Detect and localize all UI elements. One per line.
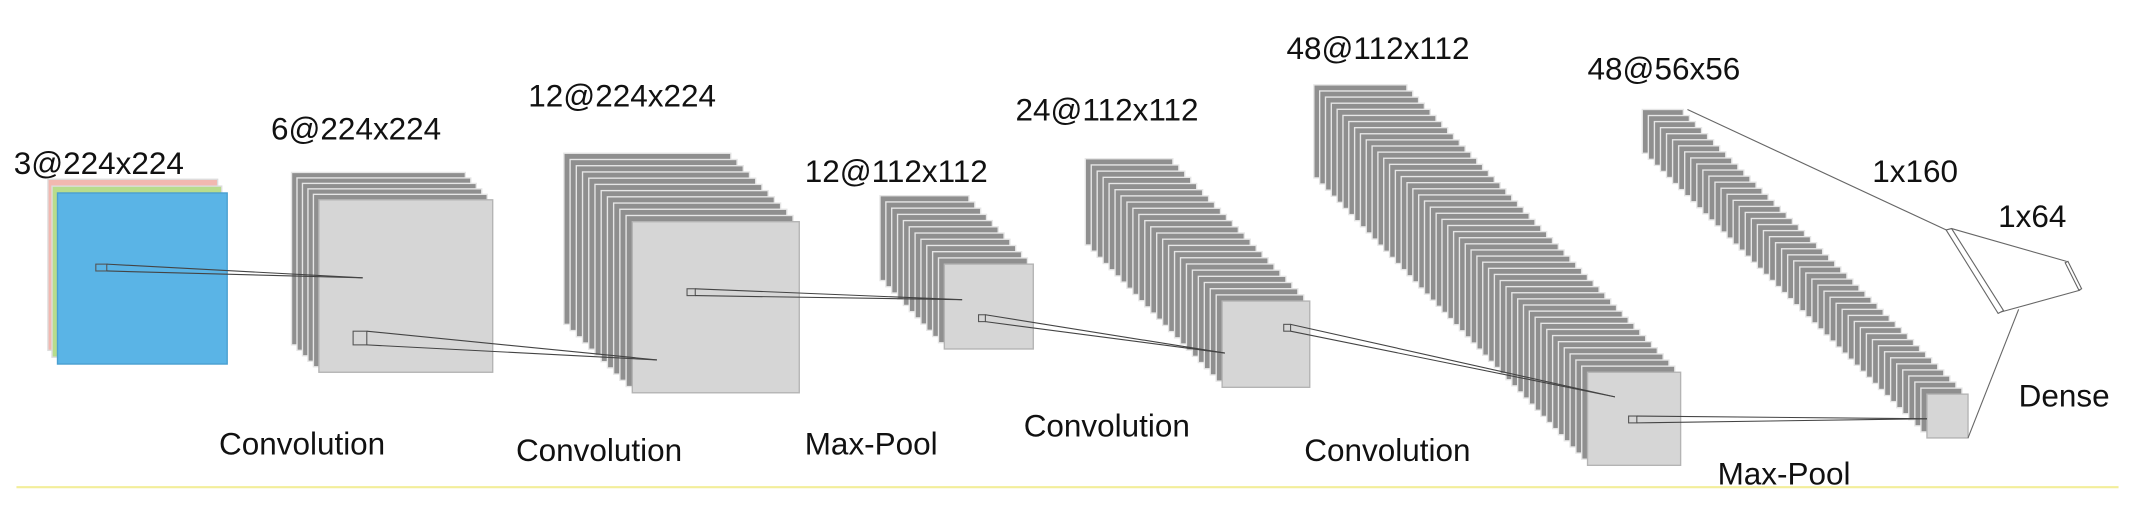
input-channel-3 (56, 192, 228, 365)
kernel-box (95, 263, 108, 272)
dense-connection-line (1951, 228, 2067, 262)
conv1-to-conv2-kernel-connector (352, 330, 657, 361)
kernel-line (985, 314, 1225, 354)
kernel-box (352, 330, 368, 346)
kernel-line (1636, 418, 1927, 424)
conv4-op-label: Convolution (1304, 433, 1470, 468)
conv4-size-label: 48@112x112 (1286, 31, 1469, 66)
kernel-line (1290, 330, 1616, 398)
conv4-feature-maps (1313, 84, 1682, 466)
kernel-line (695, 288, 963, 301)
conv3-map-24 (1221, 300, 1311, 388)
conv1-feature-maps (290, 171, 494, 373)
conv3-size-label: 24@112x112 (1015, 92, 1198, 127)
kernel-line (106, 270, 363, 279)
conv2-feature-maps (563, 152, 800, 394)
conv4-to-pool2-kernel-connector (1628, 415, 1927, 424)
pool1-size-label: 12@112x112 (805, 154, 988, 189)
input-size-label: 3@224x224 (14, 146, 184, 181)
kernel-line (106, 263, 363, 279)
dense-connection-line (2000, 289, 2081, 313)
pool1-map-12 (943, 263, 1034, 350)
pool1-to-conv3-kernel-connector (977, 314, 1225, 354)
flatten-line (1967, 309, 2020, 439)
kernel-line (1636, 415, 1927, 420)
kernel-line (366, 330, 657, 361)
conv2-to-pool1-kernel-connector (686, 288, 963, 301)
kernel-line (985, 321, 1225, 354)
pool2-size-label: 48@56x56 (1588, 51, 1741, 86)
dense-layers (1687, 108, 2083, 439)
input-to-conv1-kernel-connector (95, 263, 363, 279)
pool2-feature-maps (1641, 108, 1969, 439)
conv1-op-label: Convolution (219, 426, 385, 461)
pool2-op-label: Max-Pool (1718, 456, 1851, 491)
kernel-line (366, 344, 657, 361)
kernel-line (695, 295, 963, 301)
dense1-size-label: 1x160 (1872, 154, 1958, 189)
kernel-line (1290, 323, 1616, 398)
kernel-box (1628, 415, 1638, 424)
conv2-size-label: 12@224x224 (528, 79, 716, 114)
conv3-op-label: Convolution (1024, 409, 1190, 444)
dense-vector-2 (2064, 260, 2083, 291)
dense-op-label: Dense (2019, 378, 2110, 413)
conv2-map-12 (631, 221, 800, 394)
kernel-box (1283, 323, 1292, 332)
pool1-feature-maps (879, 195, 1034, 350)
dense-vector-1 (1945, 227, 2005, 315)
conv1-map-6 (318, 199, 494, 373)
pool2-map-48 (1926, 393, 1969, 439)
dense2-size-label: 1x64 (1998, 199, 2066, 234)
conv1-size-label: 6@224x224 (271, 112, 441, 147)
conv2-op-label: Convolution (516, 433, 682, 468)
kernel-box (977, 314, 986, 323)
conv3-feature-maps (1084, 158, 1311, 388)
flatten-line (1687, 108, 1947, 231)
conv4-map-48 (1586, 371, 1682, 466)
kernel-box (686, 288, 696, 297)
pool1-op-label: Max-Pool (805, 426, 938, 461)
conv3-to-conv4-kernel-connector (1283, 323, 1616, 398)
